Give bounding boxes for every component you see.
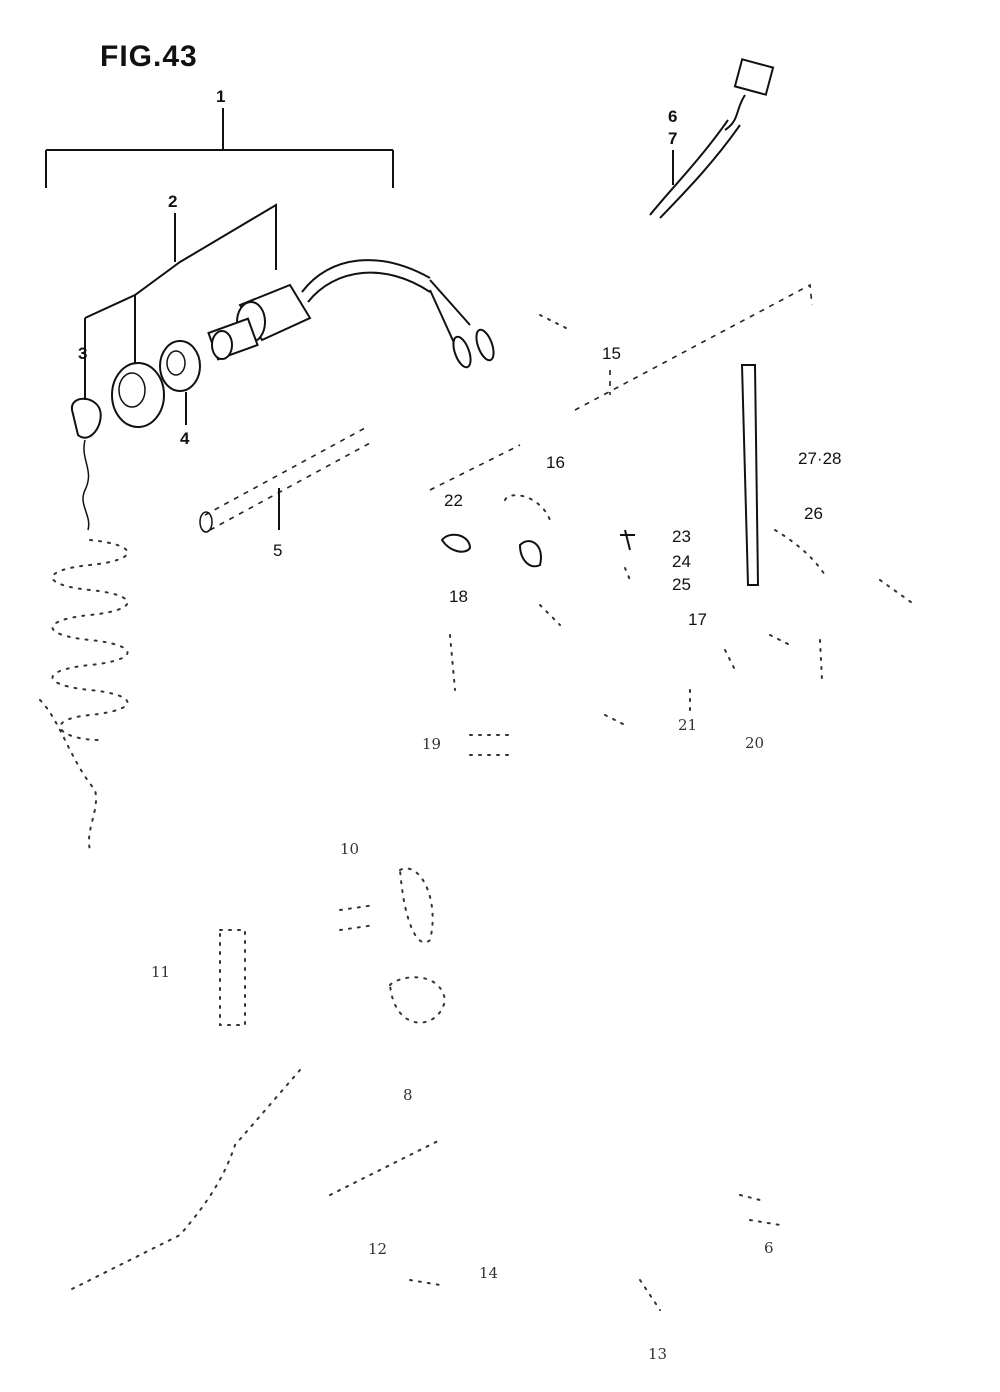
- callout-16: 16: [546, 453, 565, 472]
- callout-22: 22: [444, 491, 463, 510]
- callout-21: 21: [678, 716, 698, 734]
- callout-2: 2: [168, 192, 178, 211]
- callout-17: 17: [688, 610, 707, 629]
- washer-part: [159, 340, 201, 425]
- group-1-bracket: [45, 108, 394, 188]
- callout-8: 8: [403, 1086, 413, 1104]
- spiral-tube: [199, 427, 371, 533]
- callout-6: 6: [668, 107, 678, 126]
- callout-23: 23: [672, 527, 691, 546]
- group-2-bracket: [84, 203, 277, 382]
- callout-11: 11: [151, 963, 171, 981]
- cable-tie: [740, 364, 826, 586]
- callout-27-28: 27·28: [798, 449, 842, 468]
- callout-3: 3: [78, 344, 88, 363]
- small-hardware: [440, 314, 916, 756]
- callout-4: 4: [180, 429, 190, 448]
- callout-25: 25: [672, 575, 691, 594]
- callout-5: 5: [273, 541, 283, 560]
- harness-connector: [649, 58, 775, 219]
- nut-part: [111, 362, 165, 428]
- callout-26: 26: [804, 504, 823, 523]
- stop-switch: [207, 259, 495, 369]
- callout-1: 1: [216, 87, 226, 106]
- callout-7: 7: [668, 129, 678, 148]
- lower-parts: [69, 867, 781, 1311]
- callout-14: 14: [479, 1264, 499, 1282]
- group-15-outline: [429, 283, 813, 491]
- callout-6-lower: 6: [764, 1239, 774, 1257]
- callout-15: 15: [602, 344, 621, 363]
- callout-20: 20: [745, 734, 765, 752]
- figure-title: FIG.43: [100, 40, 198, 73]
- callout-18: 18: [449, 587, 468, 606]
- callout-12: 12: [368, 1240, 388, 1258]
- callout-10: 10: [340, 840, 360, 858]
- lanyard-cord: [39, 375, 129, 851]
- callout-19: 19: [422, 735, 442, 753]
- callout-24: 24: [672, 552, 691, 571]
- callout-13: 13: [648, 1345, 668, 1363]
